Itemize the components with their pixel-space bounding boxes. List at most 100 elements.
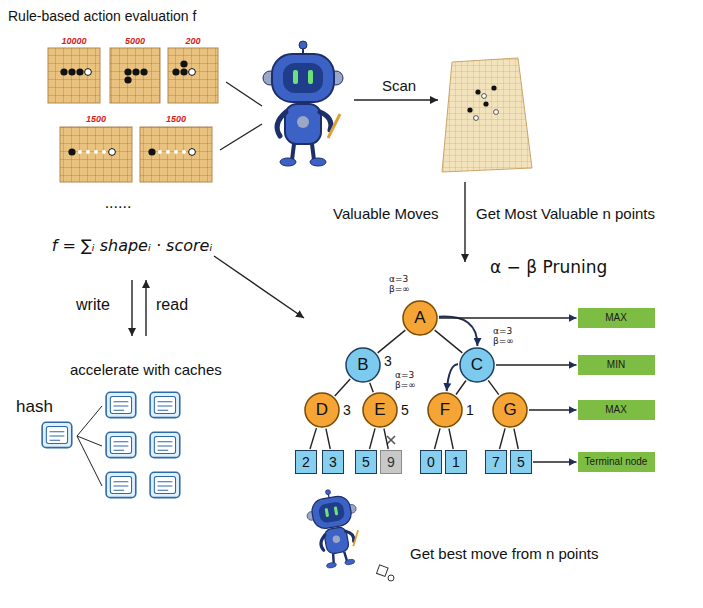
node-text: MAX bbox=[605, 405, 627, 416]
tree-edge bbox=[500, 428, 506, 449]
tree-node: F bbox=[427, 392, 463, 428]
tree-edge bbox=[378, 330, 406, 353]
gomoku-boards-part bbox=[110, 48, 160, 103]
prune-cross-part bbox=[387, 436, 395, 444]
bound-label: α=3 β=∞ bbox=[493, 327, 514, 347]
gomoku-boards-part bbox=[109, 149, 116, 156]
search-arrow bbox=[447, 364, 458, 391]
node-circle bbox=[428, 393, 462, 427]
leader-lines-part bbox=[220, 124, 262, 150]
arrow-label: Scan bbox=[382, 77, 416, 94]
node-letter: C bbox=[471, 356, 483, 374]
terminal-box: 3 bbox=[322, 450, 344, 474]
level-box: MAX bbox=[578, 308, 655, 328]
board-perspective-part bbox=[442, 58, 532, 172]
node-circle bbox=[363, 393, 397, 427]
node-letter: G bbox=[503, 401, 516, 419]
tree-node: A bbox=[402, 300, 438, 336]
dice-icon-part bbox=[377, 565, 389, 577]
flow-arrows-part bbox=[464, 182, 465, 262]
tree-edge bbox=[435, 330, 463, 353]
node-letter: B bbox=[357, 356, 368, 374]
robot-icon bbox=[263, 41, 343, 166]
formula: f = ∑ᵢ shapeᵢ · scoreᵢ bbox=[52, 237, 213, 255]
tree-node: E bbox=[362, 392, 398, 428]
score-label: 10000 bbox=[61, 36, 86, 46]
ellipsis: ...... bbox=[105, 194, 132, 212]
node-letter: E bbox=[374, 401, 385, 419]
bound-label: α=3 β=∞ bbox=[389, 275, 410, 295]
gomoku-boards-part bbox=[168, 48, 218, 103]
node-value: 3 bbox=[384, 353, 392, 369]
tree-node: D bbox=[304, 392, 340, 428]
gomoku-boards-part bbox=[132, 68, 139, 75]
gomoku-boards-part bbox=[166, 150, 170, 154]
score-label: 200 bbox=[185, 36, 200, 46]
leader-lines bbox=[220, 82, 262, 150]
flow-arrows-part bbox=[145, 280, 146, 336]
terminal-box: 2 bbox=[295, 450, 317, 474]
arrow-label: Valuable Moves bbox=[333, 205, 439, 222]
node-text: 5 bbox=[517, 455, 525, 470]
gomoku-boards-part bbox=[68, 148, 75, 155]
search-arrow bbox=[439, 316, 477, 346]
node-circle bbox=[493, 393, 527, 427]
gomoku-boards-part bbox=[85, 69, 92, 76]
arrow-label: read bbox=[156, 296, 188, 314]
score-label: 1500 bbox=[86, 114, 106, 124]
gomoku-boards-part bbox=[102, 150, 106, 154]
board-perspective-part bbox=[494, 110, 499, 115]
gomoku-boards-part bbox=[68, 68, 75, 75]
level-arrow bbox=[496, 364, 577, 365]
board-perspective-part bbox=[442, 58, 532, 172]
tree-edge bbox=[310, 428, 316, 449]
score-label: 1500 bbox=[166, 114, 186, 124]
leader-lines-part bbox=[226, 82, 262, 106]
cache-icons-part bbox=[150, 472, 180, 497]
cache-icons-part bbox=[106, 392, 136, 417]
node-text: 1 bbox=[452, 455, 460, 470]
cache-icons-part bbox=[150, 432, 180, 457]
level-arrow bbox=[533, 461, 577, 462]
node-text: 2 bbox=[302, 455, 310, 470]
tree-edge bbox=[435, 428, 441, 449]
caption-text: accelerate with caches bbox=[70, 361, 222, 378]
tree-edge bbox=[449, 429, 453, 449]
gomoku-boards-part bbox=[48, 48, 100, 103]
gomoku-boards-part bbox=[140, 127, 212, 182]
cache-icons-part bbox=[77, 406, 102, 436]
dice-icon-part bbox=[388, 575, 394, 581]
tree-edge bbox=[456, 380, 466, 394]
node-circle bbox=[346, 348, 380, 382]
cache-icons-part bbox=[150, 392, 180, 417]
tree-edge bbox=[514, 429, 518, 449]
node-value: 5 bbox=[401, 402, 409, 418]
cache-icons-part bbox=[42, 422, 72, 447]
cache-icons-part bbox=[77, 436, 102, 486]
hash-label: hash bbox=[16, 397, 53, 417]
board-perspective-part bbox=[475, 89, 480, 94]
gomoku-boards-part bbox=[86, 150, 90, 154]
gomoku-boards-part bbox=[78, 150, 82, 154]
node-value: 1 bbox=[466, 402, 474, 418]
gomoku-boards-part bbox=[174, 150, 178, 154]
tree-edge bbox=[370, 383, 374, 392]
node-text: Terminal node bbox=[585, 457, 648, 468]
terminal-box: 1 bbox=[445, 450, 467, 474]
board-perspective-part bbox=[467, 107, 472, 112]
board-perspective-part bbox=[491, 85, 496, 90]
node-letter: A bbox=[414, 309, 425, 327]
bound-label: α=3 β=∞ bbox=[395, 371, 416, 391]
cache-icons-part bbox=[106, 472, 136, 497]
cache-icons bbox=[42, 392, 180, 497]
prune-cross bbox=[387, 436, 395, 444]
node-letter: F bbox=[440, 401, 450, 419]
tree-node: C bbox=[459, 347, 495, 383]
level-box: MAX bbox=[578, 400, 655, 420]
dice-icon bbox=[377, 565, 394, 581]
tree-node: B bbox=[345, 347, 381, 383]
gomoku-boards-part bbox=[148, 148, 155, 155]
node-text: MAX bbox=[605, 313, 627, 324]
tree-edge bbox=[335, 379, 350, 396]
